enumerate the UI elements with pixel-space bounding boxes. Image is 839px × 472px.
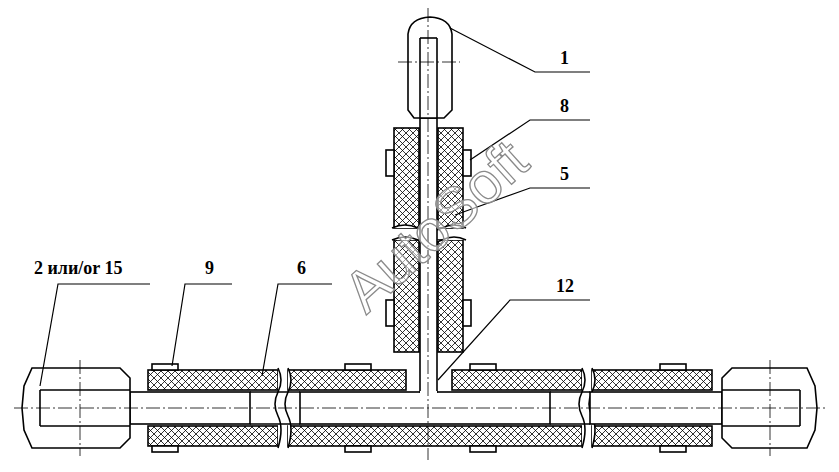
callout-number: 2 или/or 15 xyxy=(34,258,123,278)
callout-number: 6 xyxy=(297,258,306,278)
callout-number: 1 xyxy=(560,48,569,68)
callout-number: 9 xyxy=(205,258,214,278)
callout-number: 5 xyxy=(560,164,569,184)
callout-number: 8 xyxy=(560,96,569,116)
callout-number: 12 xyxy=(556,276,574,296)
